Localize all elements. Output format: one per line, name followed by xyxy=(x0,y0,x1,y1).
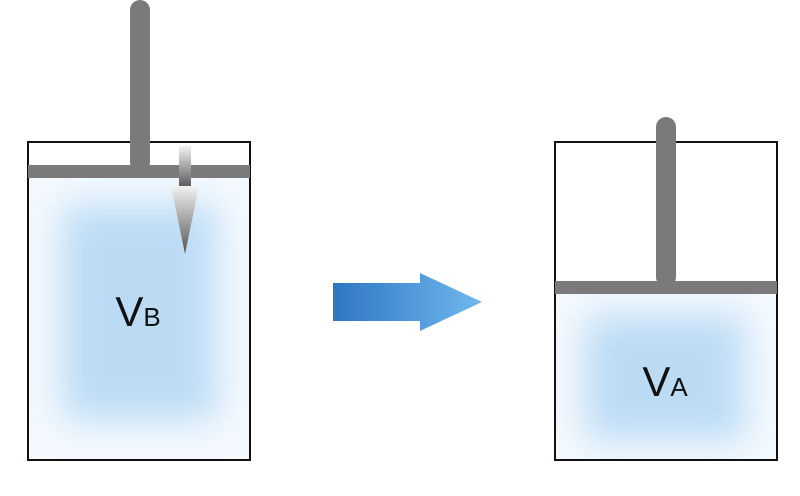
gas-before xyxy=(28,178,250,460)
push-down-arrow xyxy=(171,146,199,254)
volume-label-before: VB xyxy=(115,288,160,335)
gas-after xyxy=(555,293,777,460)
piston-after-head xyxy=(555,281,777,294)
piston-before-rod xyxy=(130,0,150,172)
cylinder-before: VB xyxy=(27,0,251,461)
cylinder-after: VA xyxy=(554,117,778,461)
piston-after-rod xyxy=(656,117,676,287)
volume-label-after: VA xyxy=(642,358,688,405)
transition-arrow xyxy=(333,273,482,331)
